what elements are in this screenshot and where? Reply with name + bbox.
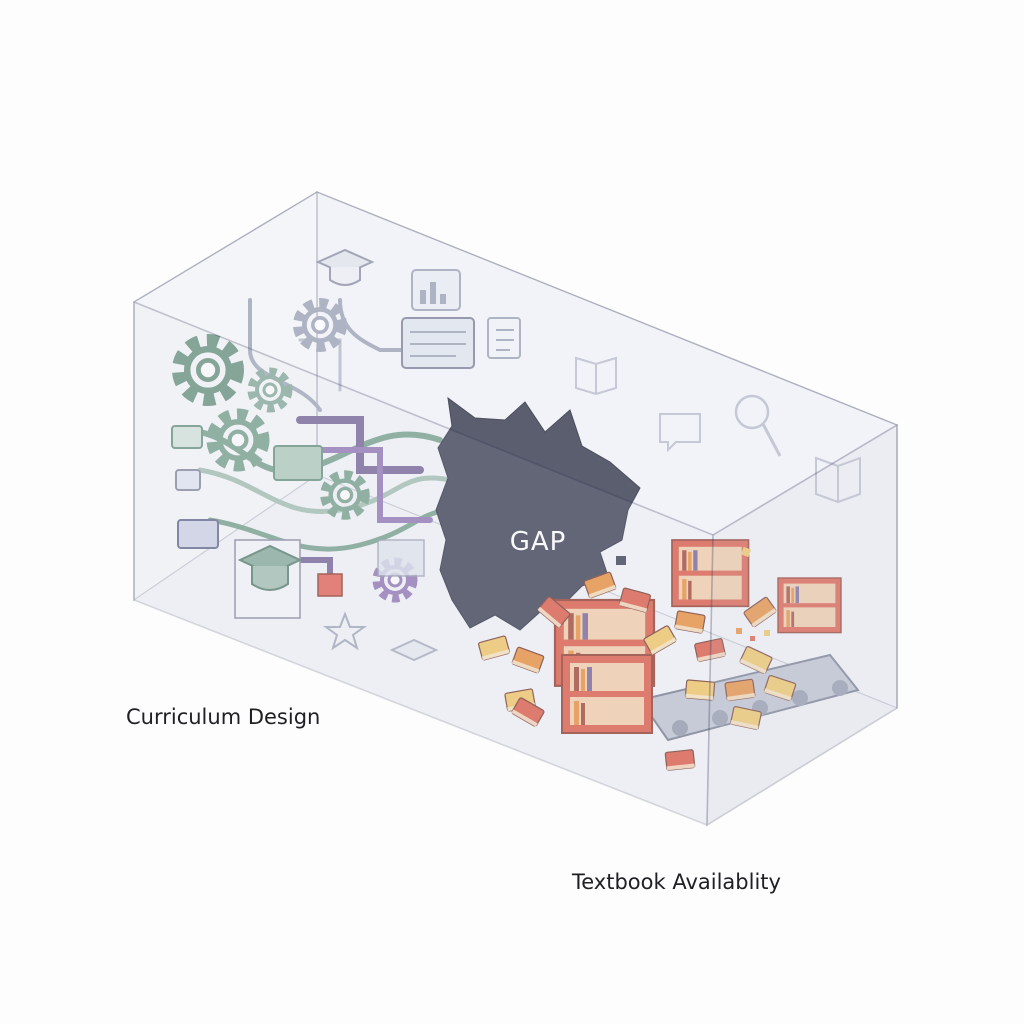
curriculum-design-label: Curriculum Design [126,705,321,729]
open-book-icon [575,356,617,396]
chart-monitor-icon [401,317,475,369]
gap-label: GAP [510,527,567,557]
chart-monitor-icon [411,269,461,311]
curriculum-machinery [171,248,521,662]
magnifier-icon [734,394,782,457]
graduation-cap-icon [237,544,303,591]
chat-bubble-icon [171,425,219,549]
chat-bubble-icon [659,413,701,453]
graduation-cap-icon [315,248,375,286]
open-book-icon [815,456,861,504]
checklist-icon [487,317,521,359]
star-icon [322,611,368,651]
textbook-availability-label: Textbook Availablity [572,870,781,894]
box-front [132,191,899,827]
graduation-cap-icon [389,638,439,662]
textbook-pile [477,539,860,772]
